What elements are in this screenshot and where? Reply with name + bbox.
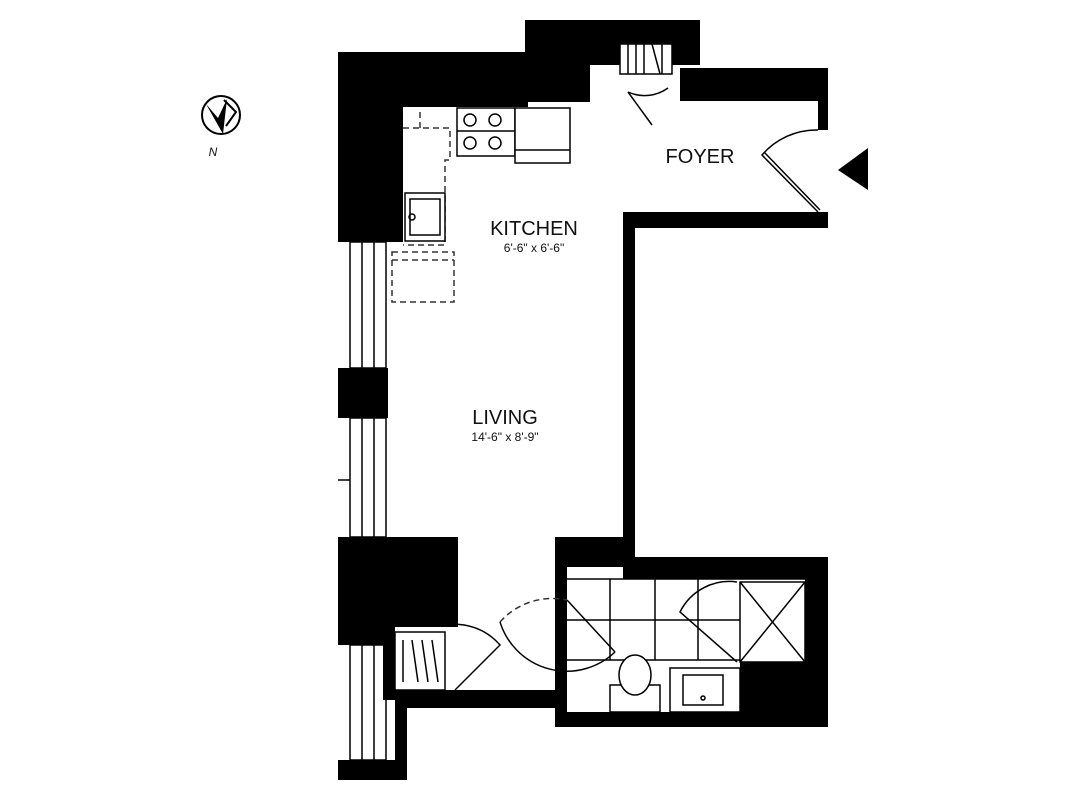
wall-left-pier bbox=[338, 368, 388, 418]
wall-top-bump-left bbox=[525, 20, 590, 102]
bathroom-door-swing bbox=[499, 597, 568, 623]
wall-top-right bbox=[680, 68, 828, 101]
kitchen-fixtures bbox=[391, 107, 571, 303]
windows bbox=[338, 241, 387, 761]
compass: N bbox=[201, 95, 241, 159]
window-middle bbox=[349, 417, 387, 538]
living-closet-door-swing bbox=[444, 623, 502, 691]
wall-bath-top-right bbox=[623, 557, 828, 579]
wall-closet-left bbox=[383, 620, 395, 700]
wall-left-lower bbox=[338, 537, 458, 627]
compass-needle-icon bbox=[206, 99, 227, 134]
kitchen-label: KITCHEN bbox=[490, 218, 578, 240]
refrigerator bbox=[514, 107, 571, 164]
north-label: N bbox=[209, 145, 218, 159]
wall-top-left bbox=[338, 52, 528, 107]
entry-door bbox=[760, 129, 868, 213]
bathroom-sink bbox=[682, 674, 724, 706]
wall-bottom-left bbox=[395, 690, 407, 780]
kitchen-sink bbox=[404, 192, 446, 242]
living-closet bbox=[394, 623, 502, 691]
kitchen-counter bbox=[403, 127, 451, 246]
window-upper bbox=[349, 241, 387, 369]
foyer-label: FOYER bbox=[666, 146, 735, 168]
living-label: LIVING bbox=[472, 407, 538, 429]
room-labels: FOYER KITCHEN 6'-6" x 6'-6" LIVING 14'-6… bbox=[471, 146, 734, 444]
wall-left-lower-strip bbox=[338, 620, 383, 645]
entry-arrow-icon bbox=[838, 148, 868, 190]
living-dimensions: 14'-6" x 8'-9" bbox=[471, 430, 538, 444]
wall-bath-bottom bbox=[555, 712, 828, 727]
toilet-bowl bbox=[618, 654, 652, 696]
wall-bath-top bbox=[555, 537, 635, 567]
closet-door-swing bbox=[627, 87, 669, 126]
wall-living-right bbox=[623, 212, 635, 557]
wall-closet-bottom bbox=[395, 690, 555, 708]
wall-bottom-sill bbox=[338, 760, 406, 780]
entry-door-swing bbox=[760, 129, 819, 213]
dishwasher bbox=[391, 251, 455, 303]
wall-right-top-post bbox=[818, 68, 828, 130]
kitchen-dimensions: 6'-6" x 6'-6" bbox=[504, 241, 564, 255]
foyer-closet bbox=[619, 43, 673, 126]
window-lower bbox=[349, 644, 387, 761]
bathroom bbox=[499, 578, 806, 713]
wall-bath-left bbox=[555, 537, 567, 727]
shower-door-swing bbox=[679, 580, 738, 663]
wall-foyer-bottom bbox=[623, 212, 828, 228]
